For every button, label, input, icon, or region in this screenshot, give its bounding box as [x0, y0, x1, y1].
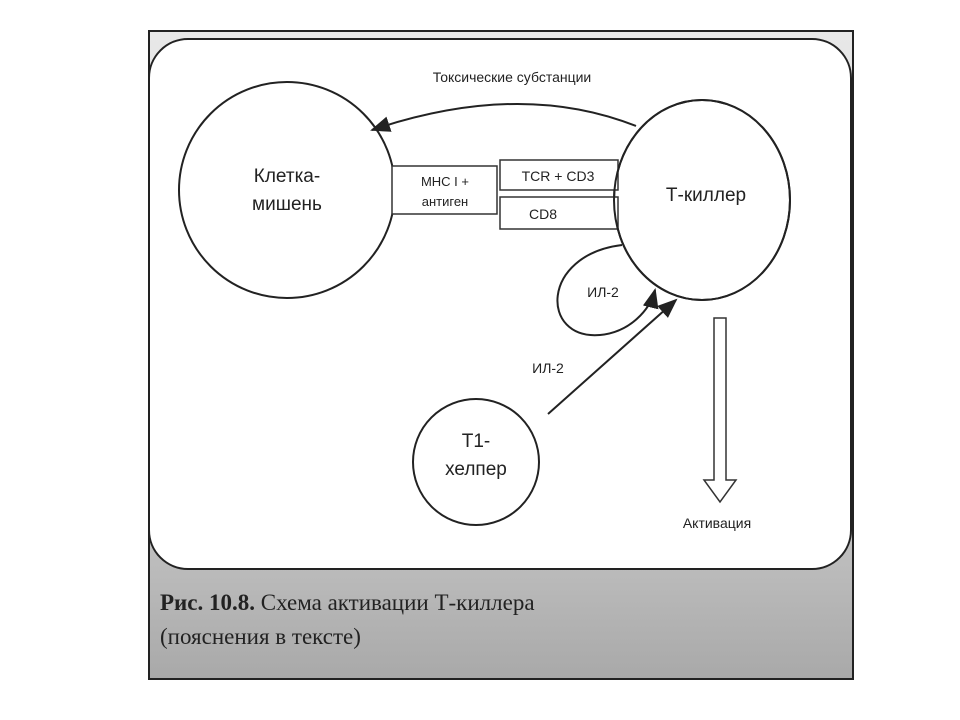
il2-loop-arrow — [556, 244, 659, 337]
mhc-label-2: антиген — [422, 194, 469, 209]
mhc-box — [391, 165, 498, 215]
il2-loop-label: ИЛ-2 — [587, 284, 619, 300]
target-cell-label-2: мишень — [252, 194, 322, 215]
activation-arrow — [702, 317, 738, 504]
cd8-label: CD8 — [529, 206, 557, 222]
figure-caption: Рис. 10.8. Схема активации Т-киллера — [160, 590, 535, 616]
activation-label: Активация — [683, 515, 751, 531]
cd8-box — [499, 196, 619, 230]
t-killer-label: Т-киллер — [666, 185, 746, 206]
target-cell-label-1: Клетка- — [254, 166, 320, 187]
t1-helper-circle — [412, 398, 540, 526]
il2-helper-arrow — [547, 298, 678, 415]
toxic-arrow — [370, 102, 637, 132]
mhc-label-1: МНС I + — [421, 174, 469, 189]
tcr-box — [499, 159, 619, 191]
target-cell-circle — [178, 81, 396, 299]
figure-note: (пояснения в тексте) — [160, 624, 361, 649]
t1-helper-label-1: Т1- — [462, 431, 491, 452]
il2-helper-label: ИЛ-2 — [532, 360, 564, 376]
t1-helper-label-2: хелпер — [445, 459, 507, 480]
toxic-label: Токсические субстанции — [433, 69, 592, 85]
tcr-label: TCR + CD3 — [522, 168, 595, 184]
figure-title: Схема активации Т-киллера — [260, 590, 535, 615]
figure-number: Рис. 10.8. — [160, 590, 256, 615]
